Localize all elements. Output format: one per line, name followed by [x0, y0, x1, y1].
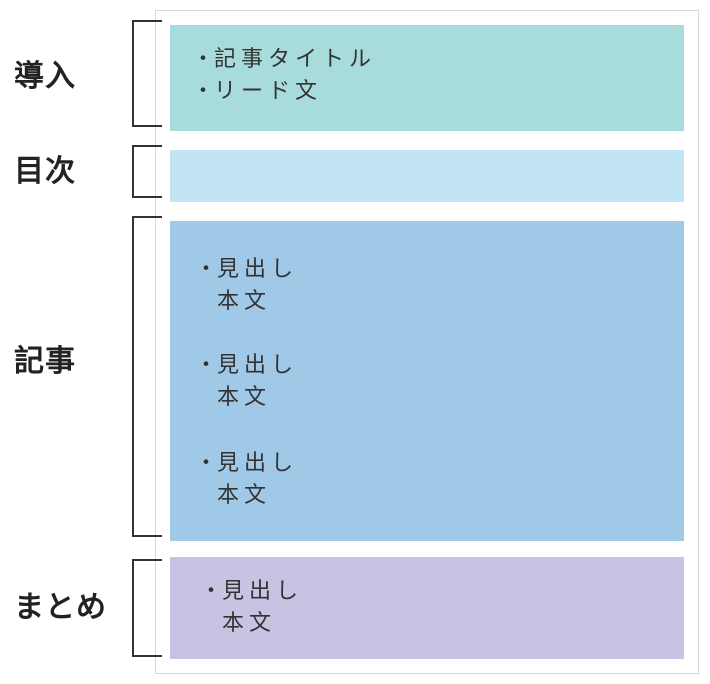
block-summary — [170, 557, 684, 659]
bracket-toc — [132, 145, 162, 198]
block-toc — [170, 150, 684, 202]
intro-item-label: 記事タイトル — [214, 47, 377, 72]
summary-body: 本文 — [222, 611, 277, 636]
intro-item-title: ・記事タイトル — [192, 47, 376, 73]
bracket-summary — [132, 559, 162, 657]
bullet-dot: ・ — [195, 257, 223, 282]
intro-item-lead: ・リード文 — [192, 79, 322, 105]
section-label-article: 記事 — [14, 344, 76, 379]
bullet-dot: ・ — [200, 579, 228, 604]
bullet-dot: ・ — [195, 451, 223, 476]
bracket-article — [132, 216, 162, 537]
bullet-dot: ・ — [195, 353, 223, 378]
heading-text: 見出し — [222, 579, 304, 604]
article-heading-2: ・見出し — [195, 353, 298, 379]
article-body-3: 本文 — [217, 483, 272, 508]
heading-text: 見出し — [217, 451, 299, 476]
article-heading-3: ・見出し — [195, 451, 298, 477]
intro-item-label: リード文 — [214, 79, 323, 104]
article-body-2: 本文 — [217, 385, 272, 410]
section-label-intro: 導入 — [14, 59, 76, 94]
block-intro — [170, 25, 684, 131]
article-heading-1: ・見出し — [195, 257, 298, 283]
bullet-dot: ・ — [192, 47, 220, 72]
page-frame — [155, 10, 699, 674]
bracket-intro — [132, 20, 162, 127]
section-label-summary: まとめ — [14, 590, 107, 625]
article-body-1: 本文 — [217, 289, 272, 314]
summary-heading: ・見出し — [200, 579, 303, 605]
heading-text: 見出し — [217, 353, 299, 378]
section-label-toc: 目次 — [14, 154, 76, 189]
block-article — [170, 221, 684, 541]
bullet-dot: ・ — [192, 79, 220, 104]
heading-text: 見出し — [217, 257, 299, 282]
